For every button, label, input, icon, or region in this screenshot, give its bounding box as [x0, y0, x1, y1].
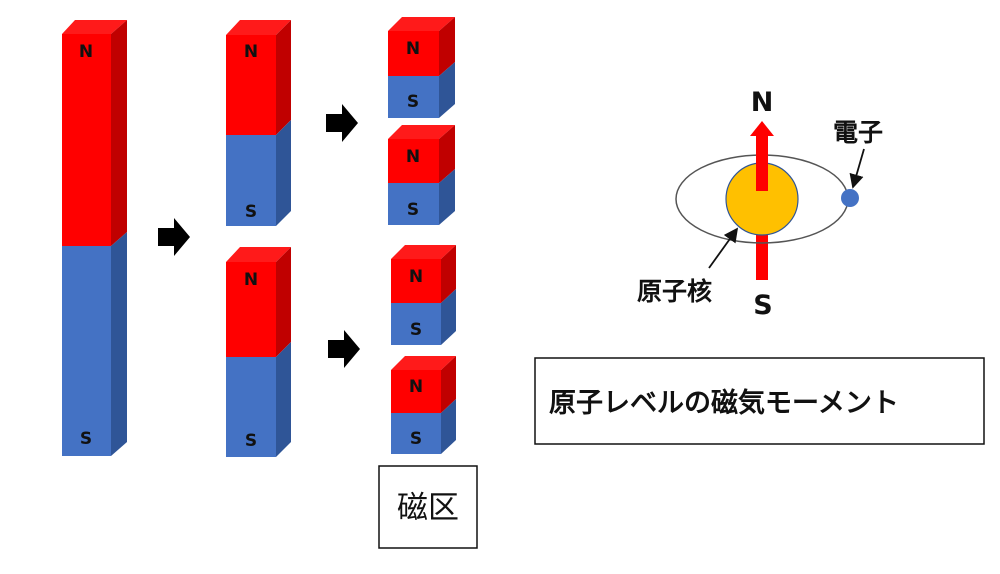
large-magnet-south: [62, 246, 111, 456]
medium-magnet-lower-n-label: N: [244, 270, 258, 290]
small-magnet-2-n-label: N: [406, 147, 420, 167]
atomic-moment-caption-box: 原子レベルの磁気モーメント: [534, 357, 985, 445]
small-magnet-2-north: [388, 139, 439, 183]
small-magnet-4-south: [391, 413, 441, 454]
small-magnet-1-top: [388, 17, 455, 31]
small-magnet-4-south-side: [441, 399, 456, 454]
electron-label: 電子: [833, 118, 883, 147]
arrow-right-icon: [158, 218, 190, 256]
arrow-right-icon: [326, 104, 358, 142]
small-magnet-2: N S: [388, 125, 455, 225]
atomic-moment-caption: 原子レベルの磁気モーメント: [549, 387, 899, 419]
magnetic-domain-label: 磁区: [397, 490, 459, 526]
small-magnet-2-top: [388, 125, 455, 139]
large-magnet-s-label: S: [80, 429, 92, 449]
medium-magnet-upper-top: [226, 20, 291, 35]
small-magnet-3-south: [391, 303, 441, 345]
medium-magnet-upper-north-side: [276, 20, 291, 135]
small-magnet-2-south: [388, 183, 439, 225]
medium-magnet-upper-south: [226, 135, 276, 226]
atom-north-label: N: [751, 87, 774, 118]
small-magnet-1-south-side: [439, 62, 455, 118]
spin-arrow-head: [750, 121, 774, 136]
small-magnet-4: N S: [391, 356, 456, 454]
atom-diagram: N S 電子 原子核: [637, 87, 883, 321]
large-magnet-south-side: [111, 232, 127, 456]
medium-magnet-upper-north: [226, 35, 276, 135]
small-magnet-3-north: [391, 259, 441, 303]
small-magnet-4-top: [391, 356, 456, 370]
large-magnet: N S: [62, 20, 127, 456]
small-magnet-3-north-side: [441, 245, 456, 303]
spin-arrow-north-part: [756, 135, 768, 191]
medium-magnet-upper: N S: [226, 20, 291, 226]
small-magnet-1-north-side: [439, 17, 455, 76]
small-magnet-3-south-side: [441, 289, 456, 345]
arrow-right-icon: [328, 330, 360, 368]
small-magnet-2-north-side: [439, 125, 455, 183]
medium-magnet-lower-south: [226, 357, 276, 457]
electron-pointer: [849, 148, 865, 189]
small-magnet-1-north: [388, 31, 439, 76]
small-magnet-4-n-label: N: [409, 377, 423, 397]
nucleus-label: 原子核: [637, 277, 712, 306]
small-magnet-4-north: [391, 370, 441, 413]
medium-magnet-lower-north: [226, 262, 276, 357]
medium-magnet-upper-s-label: S: [245, 202, 257, 222]
large-magnet-top: [62, 20, 127, 34]
small-magnet-3-n-label: N: [409, 267, 423, 287]
large-magnet-n-label: N: [79, 42, 93, 62]
small-magnet-3-s-label: S: [410, 320, 422, 340]
small-magnet-1: N S: [388, 17, 455, 118]
medium-magnet-lower-top: [226, 247, 291, 262]
small-magnet-4-north-side: [441, 356, 456, 413]
magnetic-domain-box: 磁区: [378, 465, 478, 549]
medium-magnet-lower: N S: [226, 247, 291, 457]
atomic-moment-caption-frame: [534, 357, 985, 445]
medium-magnet-upper-n-label: N: [244, 42, 258, 62]
medium-magnet-lower-south-side: [276, 342, 291, 457]
medium-magnet-lower-s-label: S: [245, 431, 257, 451]
large-magnet-north: [62, 34, 111, 246]
small-magnet-3-top: [391, 245, 456, 259]
small-magnet-3: N S: [391, 245, 456, 345]
small-magnet-1-n-label: N: [406, 39, 420, 59]
small-magnet-1-s-label: S: [407, 92, 419, 112]
medium-magnet-upper-south-side: [276, 120, 291, 226]
atom-south-label: S: [753, 290, 772, 321]
electron: [841, 189, 859, 207]
medium-magnet-lower-north-side: [276, 247, 291, 357]
magnetic-domain-frame: [378, 465, 478, 549]
small-magnet-2-south-side: [439, 169, 455, 225]
small-magnet-2-s-label: S: [407, 200, 419, 220]
nucleus-pointer: [708, 227, 739, 269]
small-magnet-1-south: [388, 76, 439, 118]
large-magnet-north-side: [111, 20, 127, 246]
small-magnet-4-s-label: S: [410, 429, 422, 449]
spin-arrow-south-part: [756, 232, 768, 280]
